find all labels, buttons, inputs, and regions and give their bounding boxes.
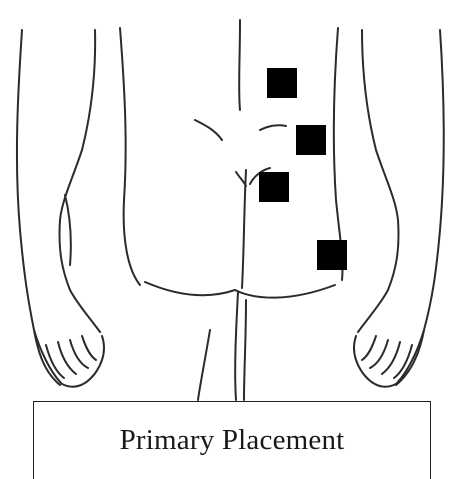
electrode-pad: [267, 68, 297, 98]
leg-line-center: [244, 300, 246, 400]
electrode-pad: [296, 125, 326, 155]
caption-label: Primary Placement: [120, 424, 345, 457]
caption-box: Primary Placement: [33, 401, 431, 479]
right-arm-outer: [396, 30, 444, 385]
electrode-pad: [317, 240, 347, 270]
left-arm-outer: [17, 30, 60, 385]
left-torso-side: [120, 28, 140, 285]
leg-line-left: [235, 292, 238, 400]
right-arm-inner: [358, 30, 399, 332]
left-arm-inner: [59, 30, 100, 332]
buttocks-line: [145, 282, 335, 298]
spine-line: [239, 20, 240, 110]
electrode-pad: [259, 172, 289, 202]
